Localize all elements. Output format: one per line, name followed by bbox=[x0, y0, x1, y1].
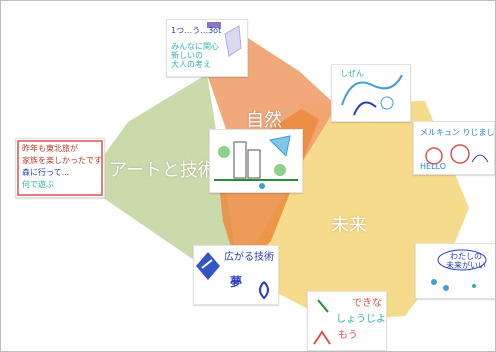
card-left-line-2: 家族を楽しかったです bbox=[22, 156, 102, 165]
future-label: 未来 bbox=[331, 215, 367, 236]
drawing-card-right-upper[interactable]: しぜん bbox=[331, 64, 411, 122]
nature-label: 自然 bbox=[246, 110, 282, 131]
card-bottom-center-line-1: できな bbox=[352, 298, 382, 309]
art-tech-region bbox=[83, 74, 239, 273]
drawing-card-center[interactable] bbox=[209, 129, 303, 193]
card-bottom-center-line-3: もう bbox=[338, 330, 358, 341]
art-tech-label: アートと技術 bbox=[109, 160, 216, 181]
drawing-card-top[interactable]: 1つ…う…3ot みんなに関心 新しいの 大人の考え bbox=[166, 19, 248, 77]
card-right-middle-doodle bbox=[425, 144, 489, 165]
card-right-middle-line-1: メルキュン りじました bbox=[420, 128, 495, 137]
future-region bbox=[239, 101, 469, 321]
card-right-middle-line-2: HELLO bbox=[420, 162, 446, 171]
card-bottom-left-line-1: 広がる技術 bbox=[224, 252, 274, 263]
card-right-upper-line-1: しぜん bbox=[340, 69, 364, 78]
card-bottom-center-doodle bbox=[313, 299, 331, 345]
card-bottom-center-line-2: しょうじよ bbox=[336, 314, 386, 325]
card-bottom-left-doodle bbox=[196, 252, 269, 300]
card-top-doodle bbox=[207, 22, 242, 57]
card-left-line-1: 昨年も東北旅が bbox=[22, 144, 78, 153]
card-bottom-left-line-2: 夢 bbox=[230, 275, 243, 289]
card-top-line-4: 大人の考え bbox=[171, 60, 211, 69]
card-left-line-3: 森に行って... bbox=[22, 168, 70, 177]
drawing-card-bottom-left[interactable]: 広がる技術 夢 bbox=[193, 245, 279, 305]
drawing-card-right-middle[interactable]: メルキュン りじました HELLO bbox=[413, 121, 495, 175]
drawing-card-left[interactable]: 昨年も東北旅が 家族を楽しかったです 森に行って... 何で遊ぶ bbox=[15, 138, 105, 198]
card-top-line-2: みんなに関心 bbox=[171, 42, 219, 51]
drawing-card-right-lower[interactable]: わたしの 未来がいい bbox=[415, 243, 495, 299]
card-top-line-3: 新しいの bbox=[171, 51, 203, 60]
drawing-card-bottom-center[interactable]: できな しょうじよ もう bbox=[307, 291, 387, 351]
card-right-lower-doodle bbox=[431, 249, 487, 291]
card-left-line-4: 何で遊ぶ bbox=[22, 180, 54, 189]
card-top-line-1: 1つ…う…3ot bbox=[171, 26, 222, 35]
card-center-doodle bbox=[214, 135, 298, 189]
card-right-upper-doodle bbox=[341, 74, 403, 116]
card-right-lower-line-2: 未来がいい bbox=[446, 261, 486, 270]
card-left-doodle bbox=[17, 140, 103, 196]
card-right-lower-line-1: わたしの bbox=[450, 252, 482, 261]
